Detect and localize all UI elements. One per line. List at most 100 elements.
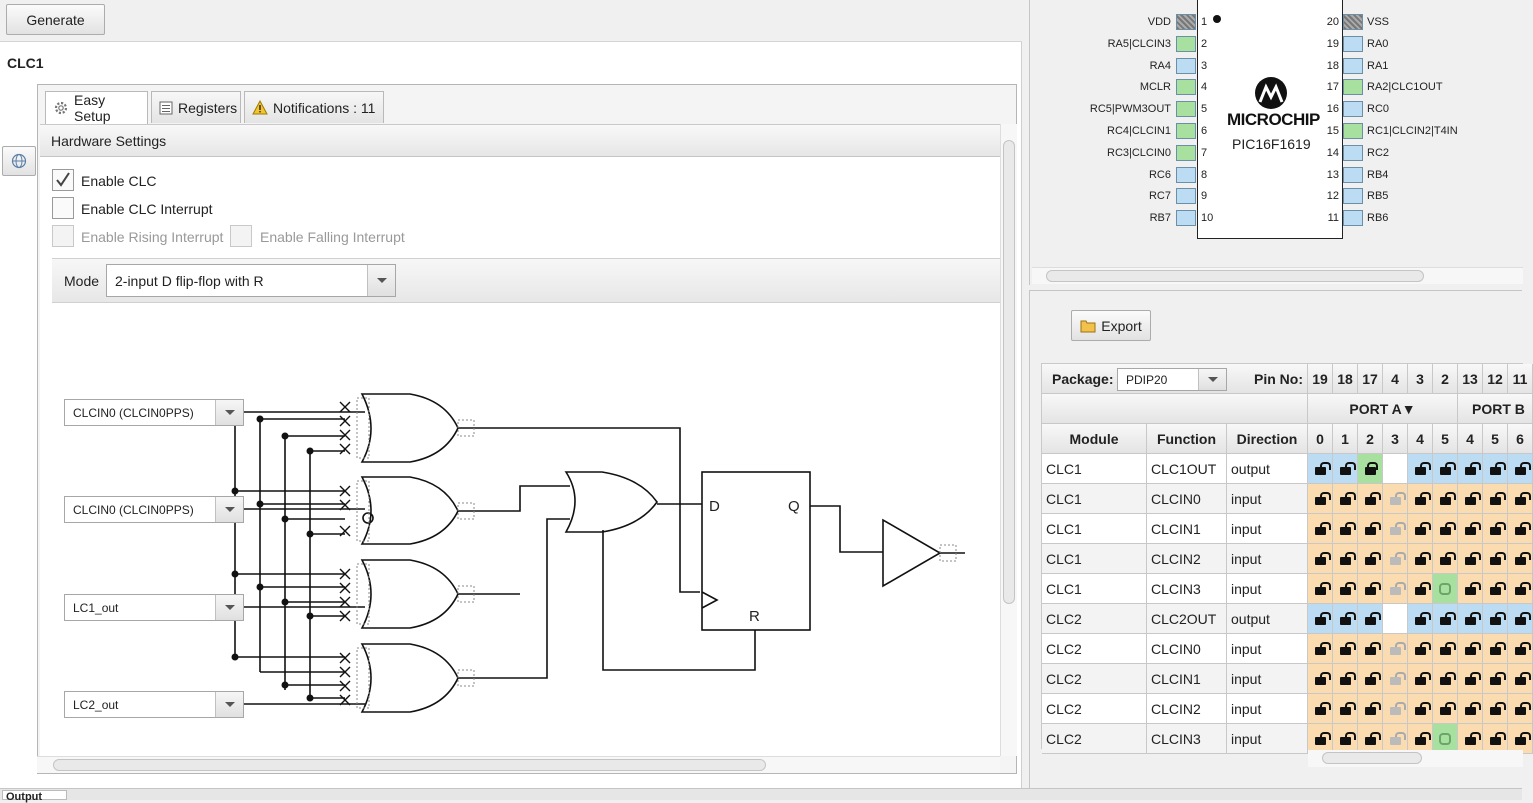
pin-cell[interactable] xyxy=(1383,604,1408,634)
pin-cell[interactable] xyxy=(1458,604,1483,634)
pin-18[interactable] xyxy=(1343,57,1363,74)
pin-cell[interactable] xyxy=(1458,574,1483,604)
pin-cell[interactable] xyxy=(1408,514,1433,544)
pin-cell[interactable] xyxy=(1433,454,1458,484)
pin-cell[interactable] xyxy=(1433,484,1458,514)
enable-clc-checkbox[interactable] xyxy=(52,169,74,191)
pin-9[interactable] xyxy=(1176,188,1196,205)
pin-cell[interactable] xyxy=(1508,604,1533,634)
pin-cell[interactable] xyxy=(1358,574,1383,604)
globe-button[interactable] xyxy=(2,146,36,176)
pin-cell[interactable] xyxy=(1383,514,1408,544)
pin-cell[interactable] xyxy=(1308,724,1333,754)
tab-notifications[interactable]: Notifications : 11 xyxy=(244,91,384,123)
pin-cell[interactable] xyxy=(1333,484,1358,514)
pin-cell[interactable] xyxy=(1508,724,1533,754)
enable-interrupt-checkbox[interactable] xyxy=(52,197,74,219)
pin-cell[interactable] xyxy=(1308,544,1333,574)
falling-interrupt-checkbox[interactable] xyxy=(230,225,252,247)
pin-20[interactable] xyxy=(1343,14,1363,30)
pin-cell[interactable] xyxy=(1333,694,1358,724)
pin-cell[interactable] xyxy=(1508,454,1533,484)
rising-interrupt-checkbox[interactable] xyxy=(52,225,74,247)
pin-table-hscrollbar[interactable] xyxy=(1308,750,1523,767)
pin-cell[interactable] xyxy=(1433,664,1458,694)
pin-17[interactable] xyxy=(1343,79,1363,96)
pin-cell[interactable] xyxy=(1408,664,1433,694)
pin-cell[interactable] xyxy=(1458,454,1483,484)
pin-cell[interactable] xyxy=(1458,484,1483,514)
pin-cell[interactable] xyxy=(1358,634,1383,664)
pin-cell[interactable] xyxy=(1483,724,1508,754)
tab-easy-setup[interactable]: Easy Setup xyxy=(45,91,148,124)
pin-cell[interactable] xyxy=(1483,514,1508,544)
pin-cell[interactable] xyxy=(1358,544,1383,574)
pin-cell[interactable] xyxy=(1408,604,1433,634)
pin-1[interactable] xyxy=(1176,14,1196,30)
pin-cell[interactable] xyxy=(1408,484,1433,514)
scroll-thumb[interactable] xyxy=(1003,140,1015,604)
pin-cell[interactable] xyxy=(1308,574,1333,604)
chip-body[interactable] xyxy=(1197,0,1343,239)
chip-hscrollbar[interactable] xyxy=(1032,267,1523,284)
vertical-scrollbar[interactable] xyxy=(1000,124,1017,756)
pin-cell[interactable] xyxy=(1333,514,1358,544)
pin-11[interactable] xyxy=(1343,210,1363,227)
pin-cell[interactable] xyxy=(1483,544,1508,574)
pin-cell[interactable] xyxy=(1458,514,1483,544)
pin-cell[interactable] xyxy=(1383,664,1408,694)
pin-cell[interactable] xyxy=(1408,634,1433,664)
pin-cell[interactable] xyxy=(1333,664,1358,694)
pin-cell[interactable] xyxy=(1483,664,1508,694)
pin-cell[interactable] xyxy=(1333,574,1358,604)
pin-8[interactable] xyxy=(1176,166,1196,183)
pin-cell[interactable] xyxy=(1308,694,1333,724)
pin-cell[interactable] xyxy=(1433,604,1458,634)
pin-19[interactable] xyxy=(1343,35,1363,52)
pin-cell[interactable] xyxy=(1358,484,1383,514)
pin-4[interactable] xyxy=(1176,79,1196,96)
pin-cell[interactable] xyxy=(1508,694,1533,724)
input-select-3[interactable]: LC1_out xyxy=(64,594,244,621)
pin-5[interactable] xyxy=(1176,101,1196,118)
pin-cell[interactable] xyxy=(1358,604,1383,634)
input-select-4[interactable]: LC2_out xyxy=(64,691,244,718)
pin-cell[interactable] xyxy=(1383,574,1408,604)
pin-cell[interactable] xyxy=(1433,634,1458,664)
pin-cell[interactable] xyxy=(1308,604,1333,634)
output-tab[interactable]: Output xyxy=(2,790,67,803)
pin-cell[interactable] xyxy=(1433,724,1458,754)
pin-cell[interactable] xyxy=(1333,604,1358,634)
pin-cell[interactable] xyxy=(1458,634,1483,664)
pin-cell[interactable] xyxy=(1308,664,1333,694)
pin-6[interactable] xyxy=(1176,123,1196,139)
pin-cell[interactable] xyxy=(1433,544,1458,574)
pin-cell[interactable] xyxy=(1383,544,1408,574)
pin-12[interactable] xyxy=(1343,188,1363,205)
input-select-1[interactable]: CLCIN0 (CLCIN0PPS) xyxy=(64,399,244,426)
pin-cell[interactable] xyxy=(1483,484,1508,514)
port-a-header[interactable]: PORT A▼ xyxy=(1308,394,1458,424)
pin-cell[interactable] xyxy=(1458,544,1483,574)
pin-cell[interactable] xyxy=(1358,724,1383,754)
pin-cell[interactable] xyxy=(1408,454,1433,484)
pin-2[interactable] xyxy=(1176,35,1196,52)
horizontal-scrollbar[interactable] xyxy=(37,756,1000,773)
pin-cell[interactable] xyxy=(1408,574,1433,604)
pin-cell[interactable] xyxy=(1333,454,1358,484)
pin-cell[interactable] xyxy=(1508,634,1533,664)
pin-cell[interactable] xyxy=(1483,694,1508,724)
pin-cell[interactable] xyxy=(1383,454,1408,484)
pin-cell[interactable] xyxy=(1308,634,1333,664)
pin-cell[interactable] xyxy=(1508,514,1533,544)
pin-cell[interactable] xyxy=(1308,484,1333,514)
pin-14[interactable] xyxy=(1343,144,1363,161)
pin-cell[interactable] xyxy=(1458,694,1483,724)
pin-cell[interactable] xyxy=(1358,514,1383,544)
pin-cell[interactable] xyxy=(1408,694,1433,724)
pin-cell[interactable] xyxy=(1333,634,1358,664)
pin-cell[interactable] xyxy=(1508,484,1533,514)
package-select[interactable]: PDIP20 xyxy=(1117,368,1227,391)
pin-cell[interactable] xyxy=(1308,454,1333,484)
pin-cell[interactable] xyxy=(1508,574,1533,604)
